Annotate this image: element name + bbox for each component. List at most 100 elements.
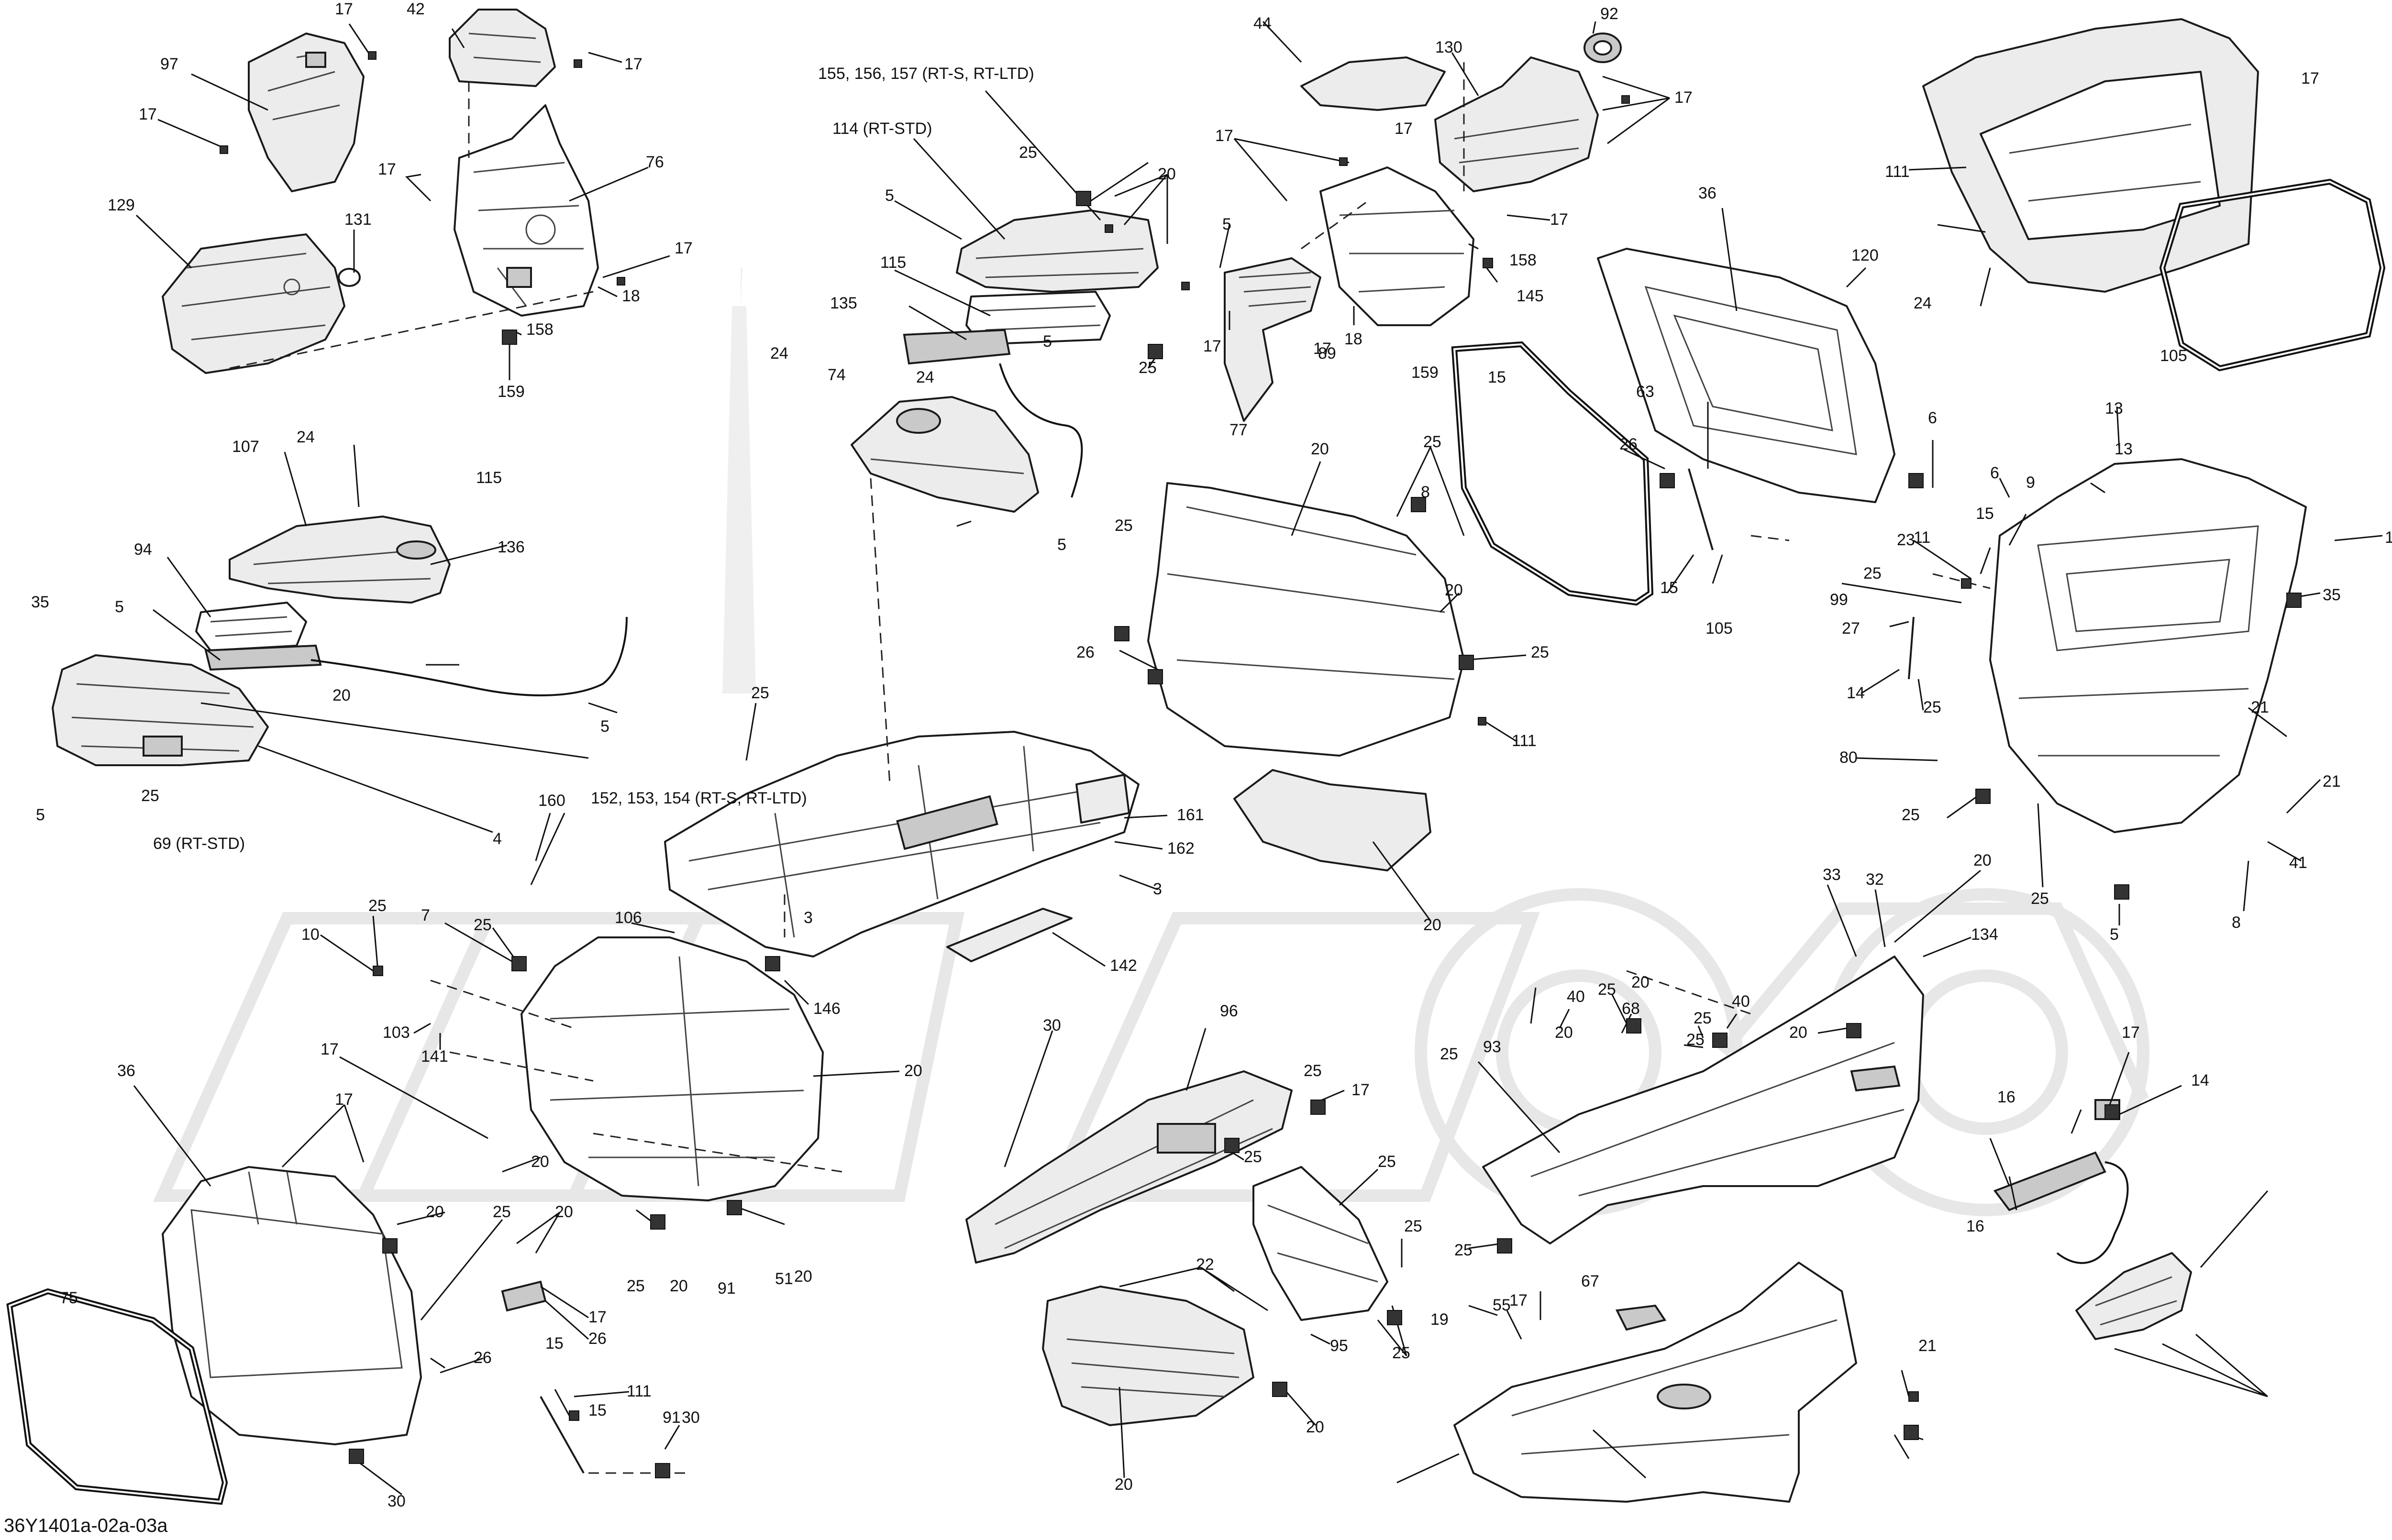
part-67-fairing bbox=[1453, 1262, 1857, 1503]
callout-label: 5 bbox=[885, 187, 894, 205]
callout-label: 44 bbox=[1253, 14, 1272, 33]
callout-label: 77 bbox=[1229, 421, 1248, 439]
cable-center bbox=[999, 363, 1083, 498]
part-111-seal-top bbox=[2159, 178, 2386, 372]
callout-label: 7 bbox=[421, 906, 430, 924]
callout-label: 55 bbox=[1493, 1296, 1511, 1314]
callout-label: 21 bbox=[2323, 772, 2341, 791]
callout-label: 145 bbox=[1517, 287, 1544, 305]
callout-label: 25 bbox=[1423, 433, 1441, 451]
part-120-top-case-lid bbox=[1922, 18, 2259, 293]
part-92-grommet bbox=[1584, 33, 1622, 63]
callout-label: 158 bbox=[526, 320, 554, 339]
callout-label: 26 bbox=[1619, 435, 1638, 453]
callout-label: 26 bbox=[1076, 643, 1095, 661]
callout-label: 24 bbox=[1914, 294, 1932, 312]
callout-label: 19 bbox=[1430, 1310, 1449, 1329]
callout-label: 25 bbox=[1115, 517, 1133, 535]
callout-label: 16 bbox=[1997, 1088, 2015, 1106]
part-4-frame bbox=[664, 731, 1140, 957]
callout-label: 5 bbox=[115, 598, 124, 616]
part-131-clip bbox=[338, 268, 361, 287]
callout-label: 17 bbox=[139, 105, 157, 123]
callout-label: 15 bbox=[1488, 368, 1506, 386]
callout-label: 25 bbox=[1531, 643, 1549, 661]
callout-label: 68 bbox=[1622, 1000, 1640, 1018]
callout-label: 115 bbox=[880, 253, 906, 272]
callout-label: 24 bbox=[297, 428, 315, 446]
callout-label: 40 bbox=[1567, 988, 1585, 1006]
callout-label: 146 bbox=[813, 1000, 841, 1018]
callout-label: 134 bbox=[1971, 925, 1998, 944]
callout-label: 15 bbox=[545, 1334, 564, 1353]
callout-label: 17 bbox=[2122, 1023, 2140, 1042]
callout-label: 17 bbox=[1313, 340, 1331, 358]
callout-label: 20 bbox=[426, 1203, 444, 1221]
callout-label: 25 bbox=[1923, 698, 1941, 716]
drawing-id-label: 36Y1401a-02a-03a bbox=[4, 1515, 168, 1536]
part-134-latch bbox=[1993, 1151, 2106, 1211]
callout-label: 17 bbox=[675, 239, 693, 257]
part-115-hinge-left bbox=[195, 602, 307, 651]
cable-left bbox=[310, 616, 628, 696]
callout-label: 36 bbox=[1698, 184, 1716, 202]
callout-label: 25 bbox=[474, 916, 492, 934]
callout-label: 69 (RT-STD) bbox=[153, 835, 245, 853]
callout-label: 51 bbox=[775, 1270, 793, 1288]
callout-label: 5 bbox=[36, 806, 45, 824]
callout-labels: 17 42 97 17 17 76 17 131 129 18 158 159 … bbox=[31, 0, 2392, 1510]
part-68-panel bbox=[1482, 956, 1924, 1244]
part-145-case-lid bbox=[1597, 248, 1895, 503]
callout-label: 94 bbox=[134, 540, 152, 559]
callout-label: 22 bbox=[1196, 1255, 1214, 1274]
callout-label: 111 bbox=[1885, 163, 1910, 181]
callout-label: 111 bbox=[1512, 732, 1537, 750]
callout-label: 17 bbox=[1215, 127, 1233, 145]
callout-label: 17 bbox=[588, 1308, 607, 1326]
callout-label: 17 bbox=[1550, 210, 1568, 229]
part-155-rear-handle bbox=[956, 209, 1159, 293]
callout-label: 160 bbox=[538, 792, 565, 810]
callout-label: 130 bbox=[1435, 38, 1462, 56]
callout-label: 20 bbox=[1158, 165, 1176, 183]
callout-label: 152, 153, 154 (RT-S, RT-LTD) bbox=[591, 789, 807, 807]
callout-label: 20 bbox=[1311, 440, 1329, 458]
part-63-strut bbox=[1688, 468, 1714, 550]
callout-label: 93 bbox=[1483, 1038, 1501, 1056]
part-93-bracket bbox=[1615, 1304, 1667, 1331]
callout-label: 17 bbox=[378, 160, 396, 178]
part-94-deflector bbox=[229, 516, 451, 604]
part-111-seal-mid bbox=[1451, 341, 1654, 606]
part-99-strut bbox=[1908, 616, 1915, 680]
callout-label: 14 bbox=[2191, 1071, 2209, 1089]
callout-label: 102 bbox=[2385, 528, 2392, 547]
callout-label: 17 bbox=[1509, 1291, 1528, 1309]
callout-label: 20 bbox=[555, 1203, 573, 1221]
callout-label: 25 bbox=[1598, 980, 1616, 999]
part-41-mat bbox=[1233, 769, 1431, 871]
callout-label: 75 bbox=[60, 1289, 78, 1307]
callout-label: 120 bbox=[1851, 246, 1879, 264]
callout-label: 30 bbox=[1043, 1016, 1061, 1034]
part-111-seal-bottom bbox=[6, 1288, 228, 1505]
callout-label: 95 bbox=[1330, 1337, 1348, 1355]
callout-label: 74 bbox=[828, 366, 846, 384]
callout-label: 35 bbox=[2323, 586, 2341, 604]
callout-label: 129 bbox=[108, 196, 135, 214]
callout-label: 89 bbox=[1318, 344, 1336, 363]
part-51-hinge bbox=[501, 1280, 547, 1312]
callout-label: 26 bbox=[474, 1349, 492, 1367]
callout-label: 25 bbox=[1863, 564, 1882, 583]
callout-label: 159 bbox=[498, 383, 525, 401]
callout-label: 131 bbox=[344, 210, 372, 229]
callout-label: 18 bbox=[622, 287, 640, 305]
callout-label: 162 bbox=[1167, 839, 1195, 858]
callout-label: 25 bbox=[1304, 1062, 1322, 1080]
callout-label: 67 bbox=[1581, 1272, 1599, 1290]
fasteners bbox=[220, 51, 2302, 1478]
callout-label: 27 bbox=[1842, 619, 1860, 638]
callout-label: 103 bbox=[383, 1023, 410, 1042]
callout-label: 25 bbox=[1454, 1241, 1473, 1259]
callout-label: 105 bbox=[1705, 619, 1733, 638]
callout-label: 25 bbox=[1686, 1031, 1705, 1049]
